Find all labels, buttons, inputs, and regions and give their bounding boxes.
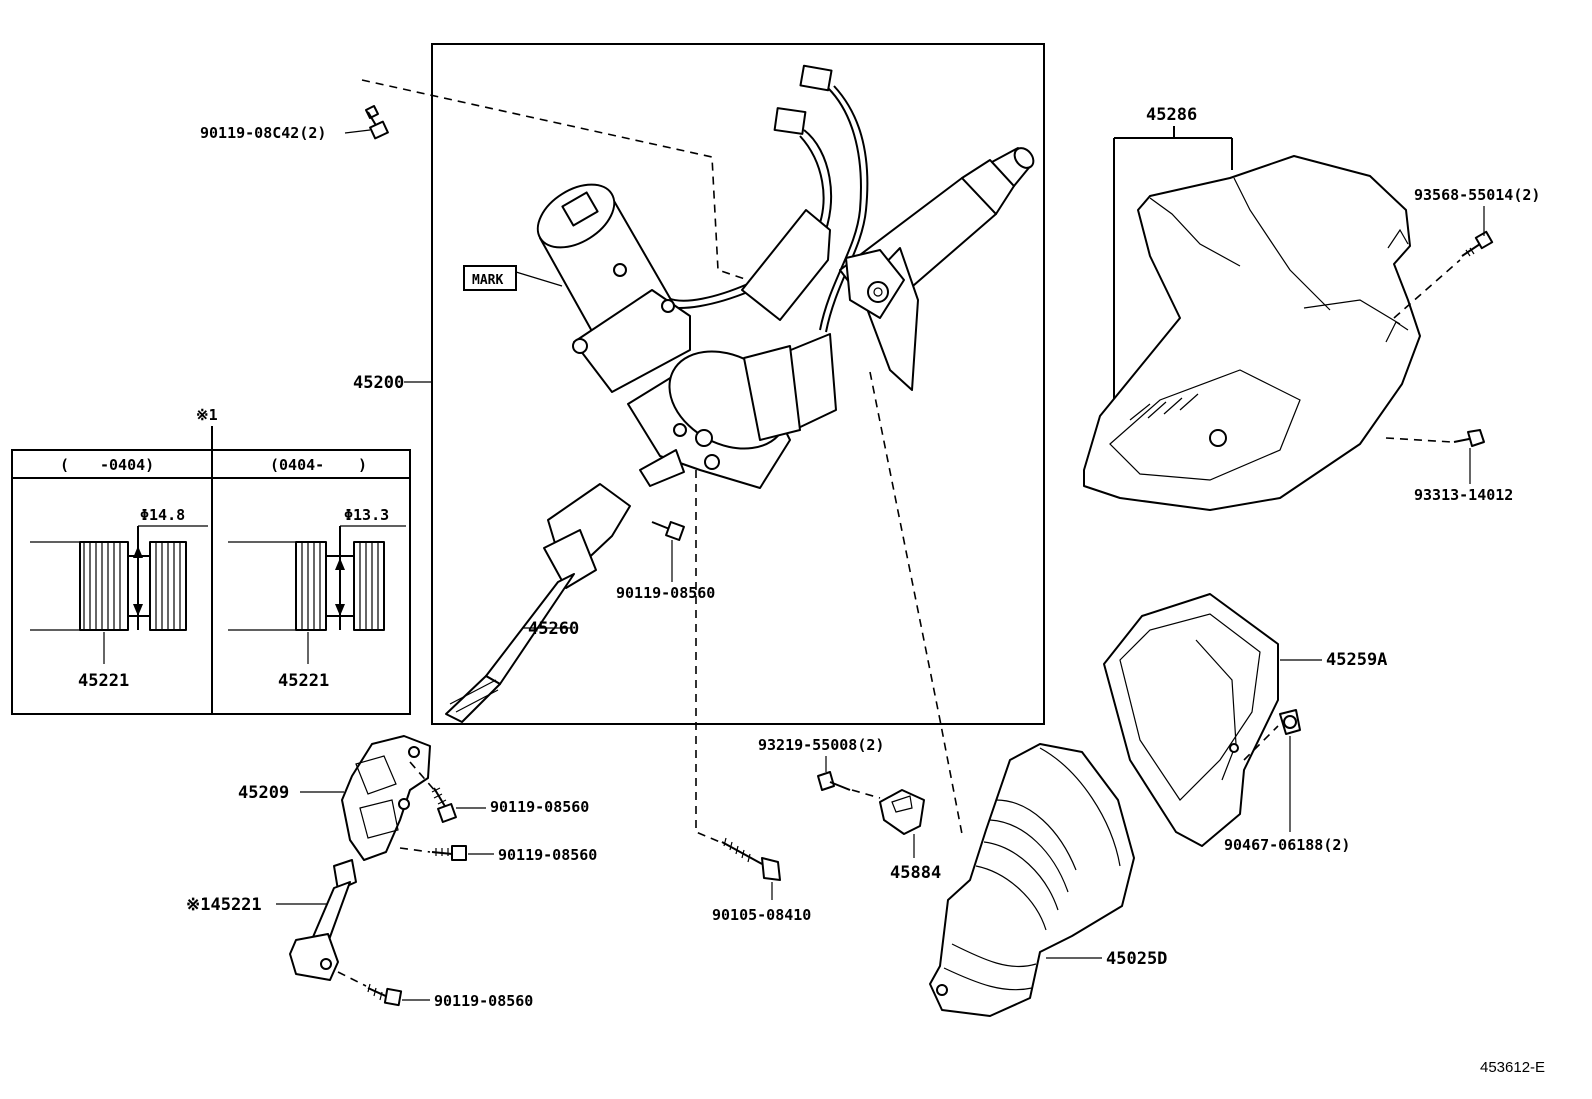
inset-part-left: 45221 xyxy=(78,671,129,691)
inset-dim-right: Φ13.3 xyxy=(344,506,389,524)
inset-left-header-code: -0404) xyxy=(100,456,154,474)
column-bracket xyxy=(741,209,919,391)
label-90119-08560-upper[interactable]: 90119-08560 xyxy=(616,584,715,602)
label-90119-08560-bottom[interactable]: 90119-08560 xyxy=(434,992,533,1010)
intermediate-shaft-45260 xyxy=(445,483,631,723)
label-45884[interactable]: 45884 xyxy=(890,863,941,883)
label-45286[interactable]: 45286 xyxy=(1146,105,1197,125)
mark-tag xyxy=(463,265,517,291)
bolt-90119-08560-bottom[interactable] xyxy=(367,983,403,1007)
screw-93313-14012[interactable] xyxy=(1453,429,1485,447)
screw-93219-55008[interactable] xyxy=(817,771,851,791)
lower-cover-45259a xyxy=(1103,593,1279,847)
label-93313-14012[interactable]: 93313-14012 xyxy=(1414,486,1513,504)
universal-joint-45209 xyxy=(341,735,431,861)
label-90467-06188[interactable]: 90467-06188(2) xyxy=(1224,836,1350,854)
bolt-90119-08c42[interactable] xyxy=(365,105,389,140)
bolt-90119-08560-middle[interactable] xyxy=(431,787,457,823)
label-45260[interactable]: 45260 xyxy=(528,619,579,639)
inset-shaft-left xyxy=(30,525,208,631)
screw-93568-55014[interactable] xyxy=(1461,230,1494,257)
bolt-90105-08410[interactable] xyxy=(721,837,781,881)
label-45025d[interactable]: 45025D xyxy=(1106,949,1167,969)
shaft-145221 xyxy=(289,859,357,981)
label-45259a[interactable]: 45259A xyxy=(1326,650,1387,670)
label-90119-08560-middle[interactable]: 90119-08560 xyxy=(490,798,589,816)
label-mark: MARK xyxy=(472,273,503,288)
inset-shaft-right xyxy=(228,525,406,631)
eps-motor xyxy=(536,183,691,393)
inset-variant-table: ※1 ( -0404) (0404- ) Φ14.8 45221 xyxy=(11,406,411,715)
inset-dim-left: Φ14.8 xyxy=(140,506,185,524)
label-45209[interactable]: 45209 xyxy=(238,783,289,803)
label-90119-08c42[interactable]: 90119-08C42(2) xyxy=(200,124,326,142)
bracket-45884 xyxy=(879,789,925,835)
inset-left-header-open: ( xyxy=(60,456,69,474)
label-45200[interactable]: 45200 xyxy=(353,373,404,393)
inset-part-right: 45221 xyxy=(278,671,329,691)
inset-right-header-code: (0404- xyxy=(270,456,324,474)
column-cover-45286 xyxy=(1083,155,1421,511)
label-90105-08410[interactable]: 90105-08410 xyxy=(712,906,811,924)
inset-marker: ※1 xyxy=(196,406,218,424)
bolt-90119-08560-upper[interactable] xyxy=(651,521,685,541)
gear-housing xyxy=(627,333,837,489)
column-boot-45025d xyxy=(929,743,1135,1017)
diagram-id: 453612-E xyxy=(1480,1059,1545,1076)
label-93219-55008[interactable]: 93219-55008(2) xyxy=(758,736,884,754)
clip-90467-06188[interactable] xyxy=(1279,709,1301,735)
label-90119-08560-lower[interactable]: 90119-08560 xyxy=(498,846,597,864)
inset-right-header-close: ) xyxy=(358,456,367,474)
label-93568-55014[interactable]: 93568-55014(2) xyxy=(1414,186,1540,204)
assembly-frame-45200 xyxy=(431,43,1045,725)
label-145221[interactable]: ※145221 xyxy=(186,895,262,915)
bolt-90119-08560-lower[interactable] xyxy=(431,845,467,861)
